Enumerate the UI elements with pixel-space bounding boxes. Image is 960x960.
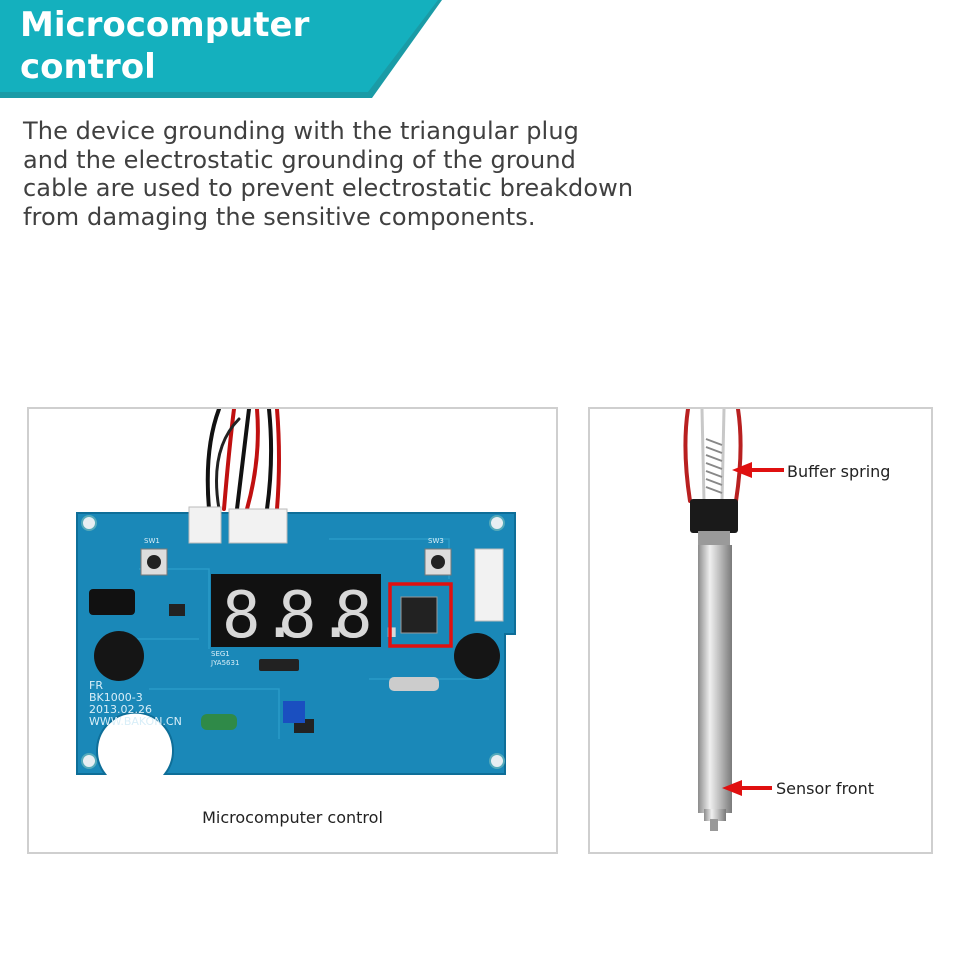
pcb-image-panel: 8. 8. 8. FR BK1000-3 2013.02.26 WWW.BAKO… [27,407,558,854]
header-banner: Microcomputer control [0,0,450,98]
microcontroller-chip [400,596,438,634]
description-line-1: The device grounding with the triangular… [23,117,579,145]
buffer-spring-label: Buffer spring [787,462,891,481]
description-line-2: and the electrostatic grounding of the g… [23,145,576,174]
page-title: Microcomputer control [20,4,420,88]
pcb-caption: Microcomputer control [202,808,383,827]
pcb-label-sw3: SW3 [428,537,444,545]
seven-segment-display [211,574,381,647]
pcb-illustration: 8. 8. 8. FR BK1000-3 2013.02.26 WWW.BAKO… [76,409,516,775]
display-digit-1: 8. [222,579,299,653]
page-title-line-2: control [20,47,156,87]
description-line-4: from damaging the sensitive components. [23,202,536,231]
pcb-model-text-1: FR [89,679,103,692]
description-line-3: cable are used to prevent electrostatic … [23,174,634,202]
page-title-line-1: Microcomputer [20,5,310,45]
heating-element-illustration [683,409,784,831]
pcb-label-seg: SEG1 [211,650,230,658]
sensor-image-panel: Buffer spring Sensor front [588,407,933,854]
pcb-model-text-4: WWW.BAKON.CN [89,715,182,728]
sensor-tube [698,545,732,813]
sensor-front-arrow [722,780,772,796]
buffer-spring-arrow [732,462,784,478]
pcb-model-text-2: BK1000-3 [89,691,143,704]
buffer-spring [705,438,723,494]
description-text: The device grounding with the triangular… [23,117,683,231]
chip-highlight-box [388,582,453,648]
header-banner-shape [0,0,442,98]
pcb-label-jya: JYA5631 [210,659,239,667]
pcb-model-text-3: 2013.02.26 [89,703,152,716]
pcb-label-sw1: SW1 [144,537,160,545]
display-digit-2: 8. [278,579,355,653]
wire-bundle [205,409,281,511]
display-digit-3: 8. [334,579,411,653]
sensor-front-label: Sensor front [776,779,874,798]
